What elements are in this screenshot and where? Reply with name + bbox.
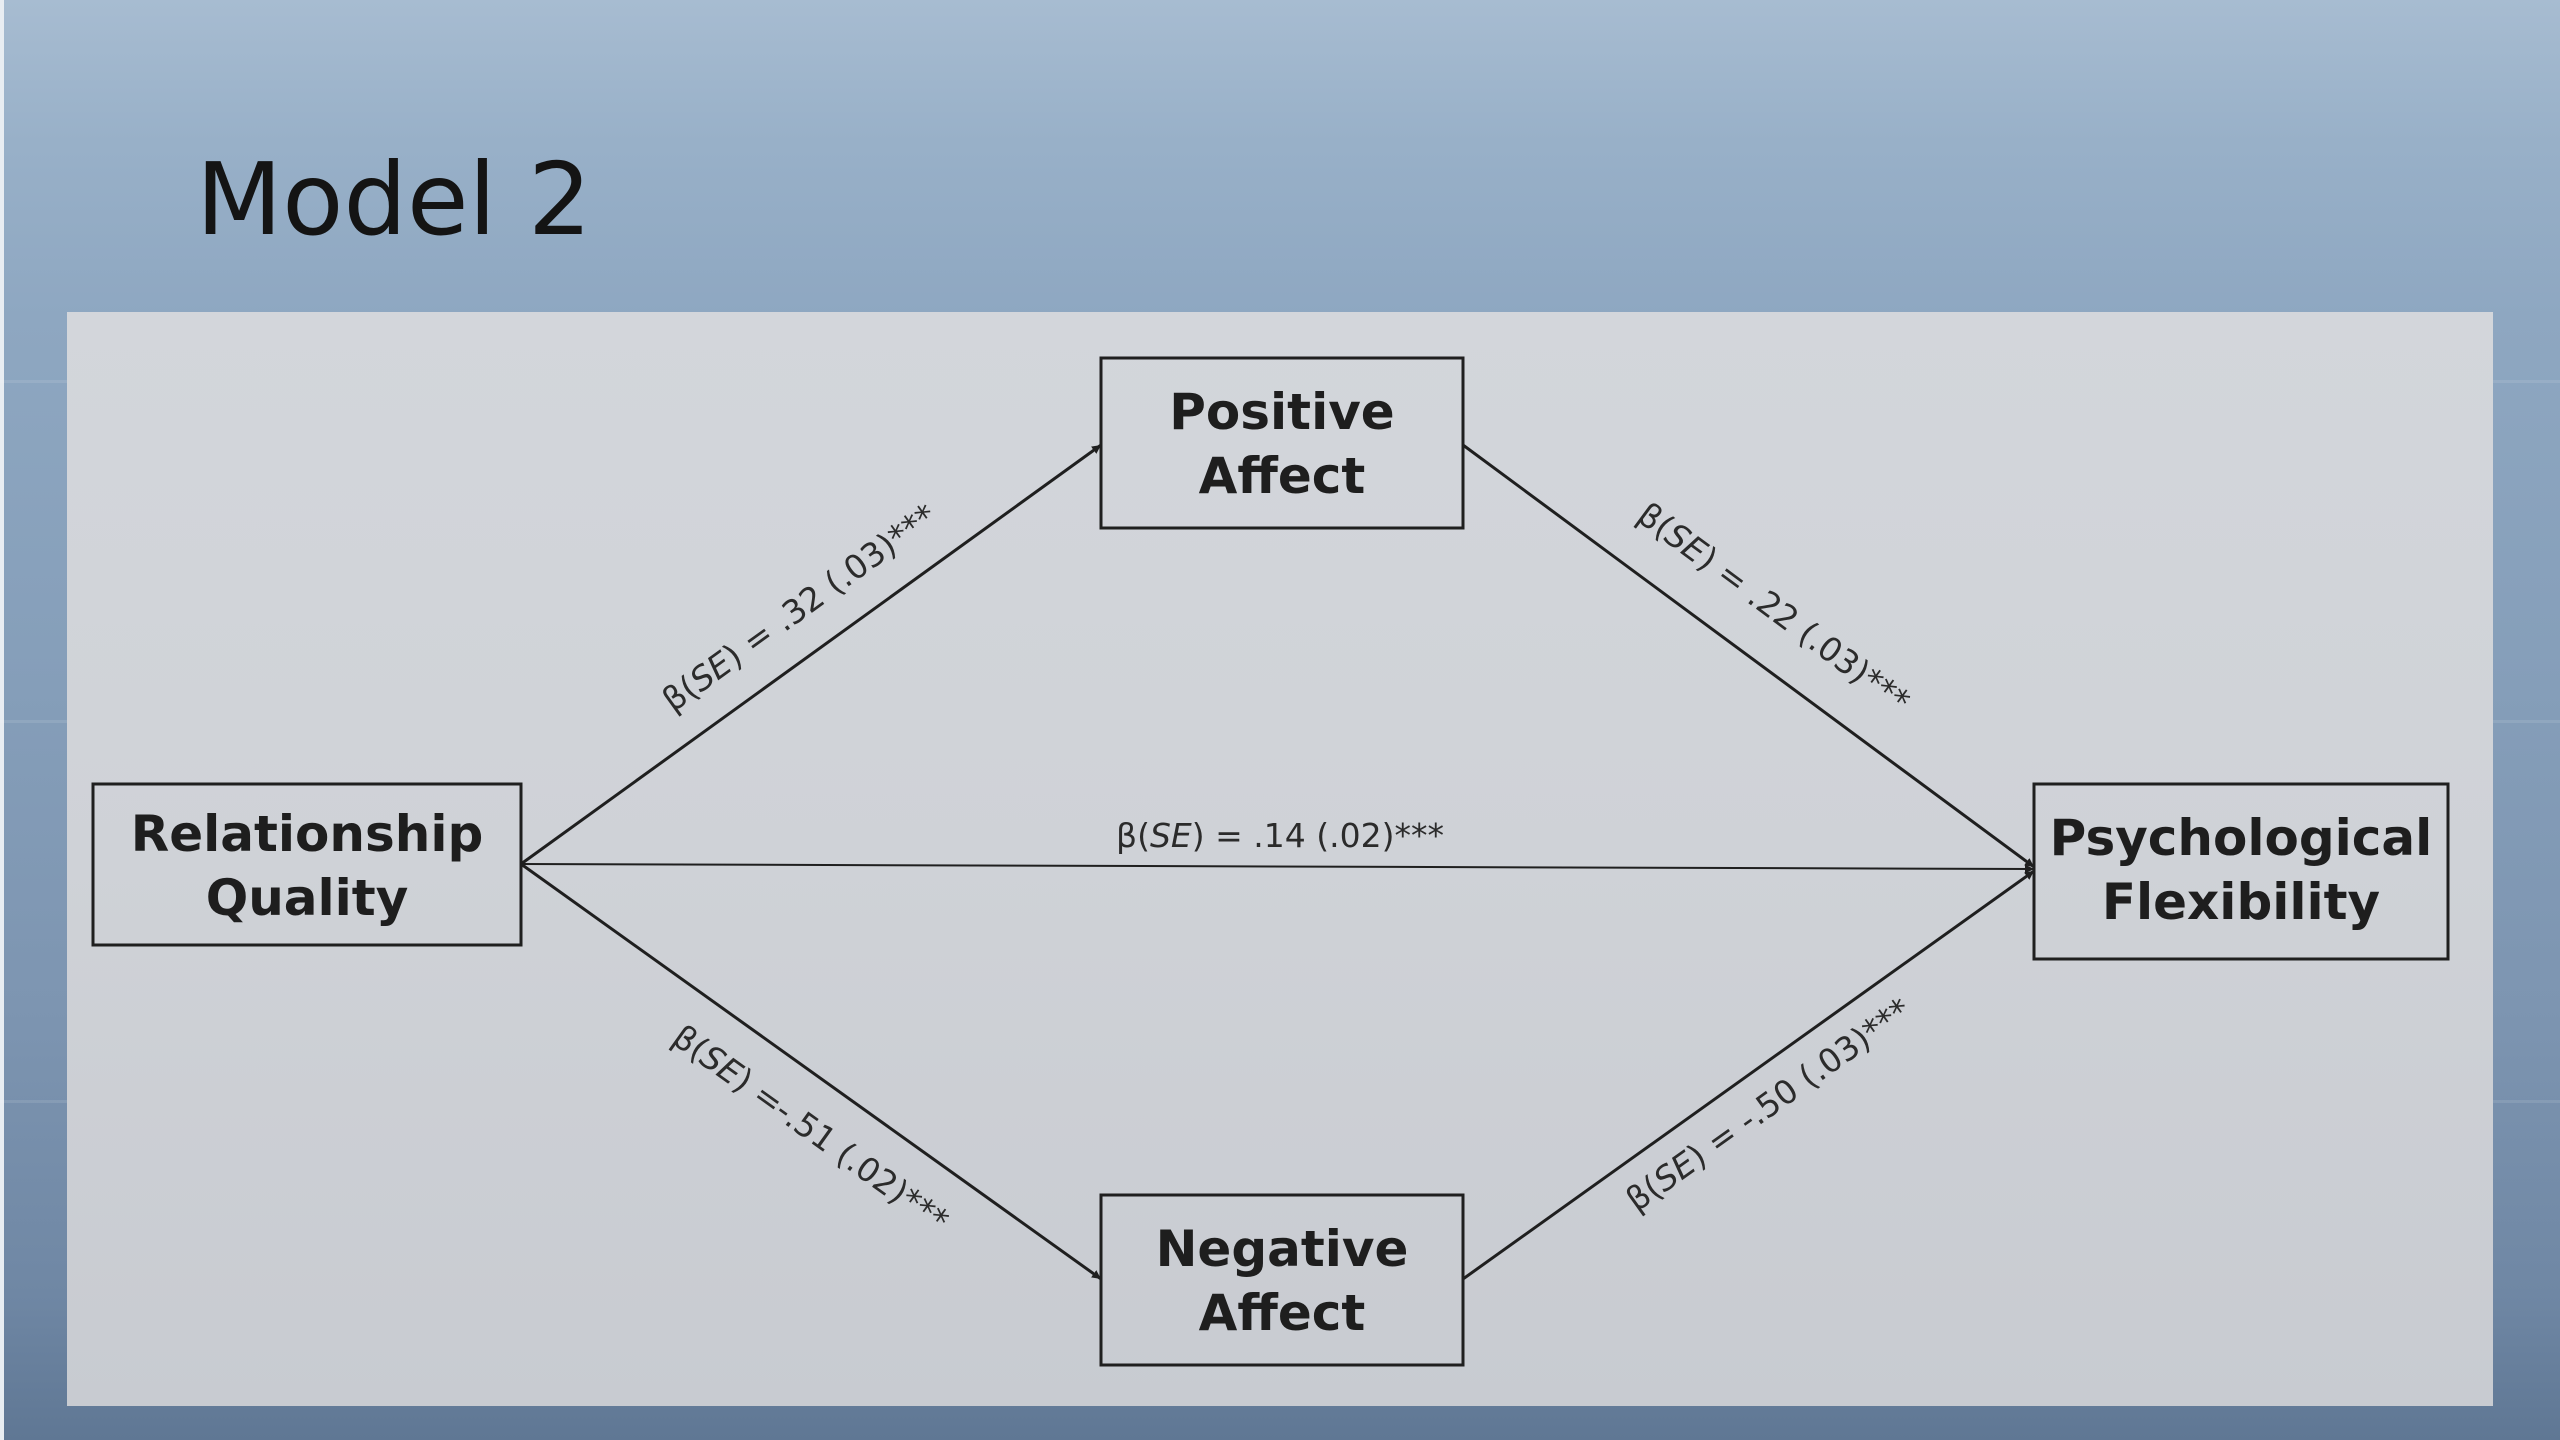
path-diagram: Relationship Quality Positive Affect Neg… [91, 356, 2450, 1367]
node-psychological-flexibility: Psychological Flexibility [2032, 782, 2450, 961]
edge-label-rq-to-pa: β(SE) = .32 (.03)*** [655, 496, 944, 719]
node-label-line1: Relationship [131, 805, 484, 863]
arrow-pa-to-pf [1462, 443, 2035, 869]
edge-label-rq-to-pf: β(SE) = .14 (.02)*** [1116, 816, 1444, 855]
edge-label-pa-to-pf: β(SE) = .22 (.03)*** [1630, 495, 1917, 721]
node-label-line2: Affect [1199, 447, 1366, 505]
node-relationship-quality: Relationship Quality [91, 782, 523, 947]
arrow-rq-to-na [520, 862, 1102, 1281]
node-label-line1: Negative [1156, 1220, 1409, 1278]
node-label-line1: Positive [1169, 383, 1394, 441]
node-label-line2: Flexibility [2102, 873, 2380, 931]
edge-label-rq-to-na: β(SE) =-.51 (.02)*** [665, 1017, 956, 1240]
arrow-rq-to-pa [520, 443, 1102, 866]
node-positive-affect: Positive Affect [1099, 356, 1465, 530]
node-label-line2: Affect [1199, 1284, 1366, 1342]
node-label-line2: Quality [206, 869, 409, 927]
node-negative-affect: Negative Affect [1099, 1193, 1465, 1367]
slide-title: Model 2 [196, 141, 592, 258]
arrow-na-to-pf [1462, 869, 2035, 1281]
slide-left-edge [0, 0, 4, 1440]
diagram-panel: Relationship Quality Positive Affect Neg… [67, 312, 2493, 1406]
edge-label-na-to-pf: β(SE) = -.50 (.03)*** [1619, 990, 1918, 1219]
node-label-line1: Psychological [2050, 809, 2433, 867]
arrow-rq-to-pf [520, 863, 2035, 874]
